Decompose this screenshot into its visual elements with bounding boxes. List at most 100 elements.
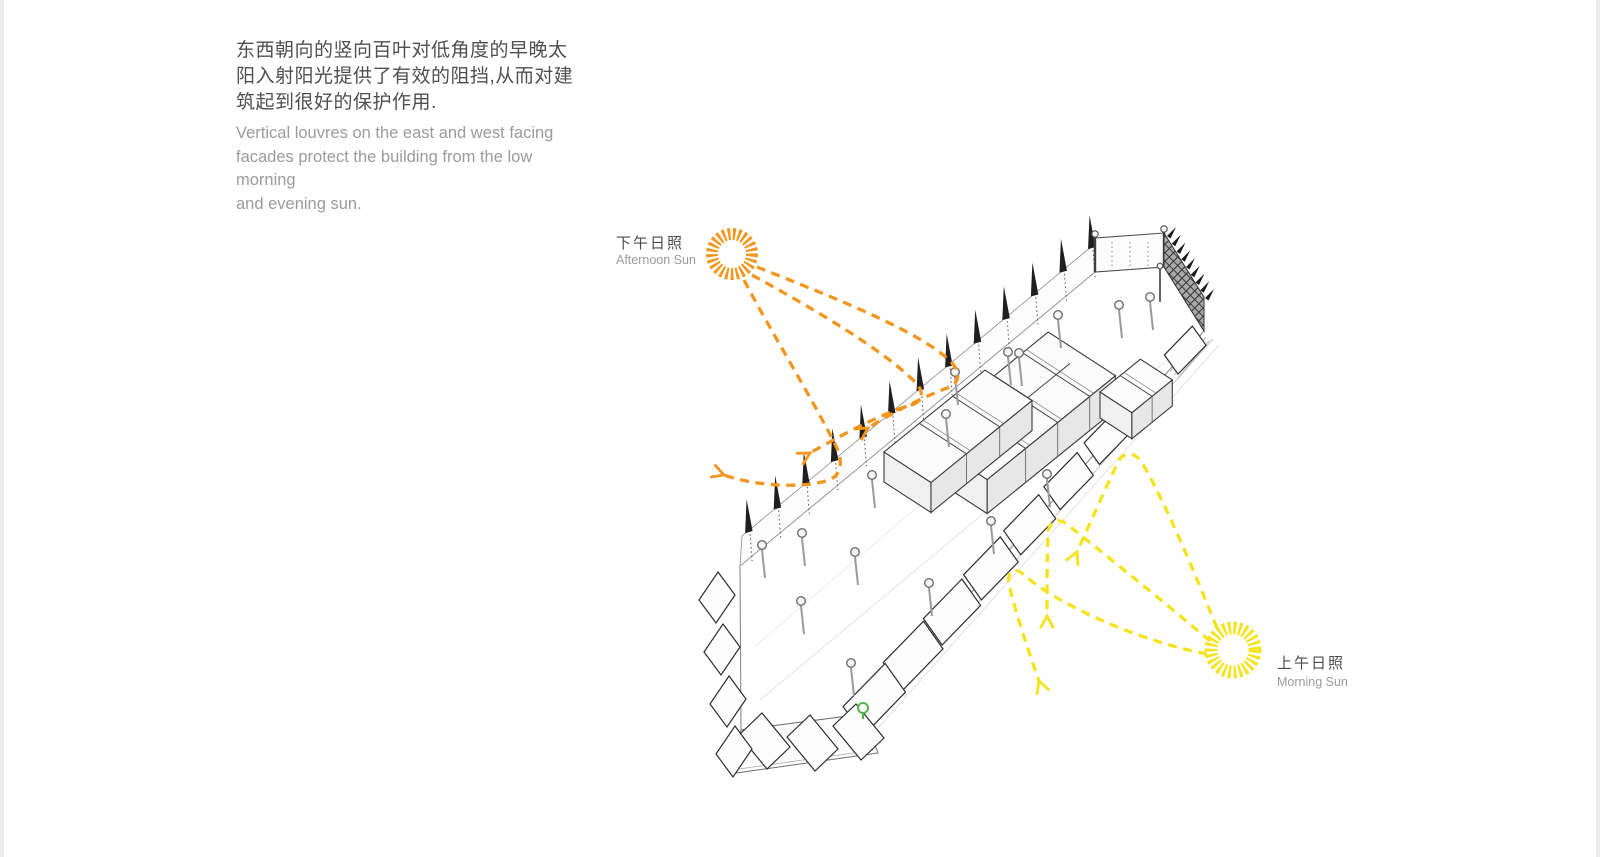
louvre-fin bbox=[1181, 250, 1191, 262]
louvre-panel bbox=[738, 712, 791, 770]
column-ball bbox=[796, 596, 807, 607]
column-shaft bbox=[850, 667, 855, 697]
louvre-fin bbox=[773, 475, 782, 510]
louvre-fin bbox=[1002, 286, 1010, 321]
louvre-fin bbox=[1195, 273, 1205, 285]
afternoon-sun-rays bbox=[709, 265, 960, 487]
morning-sun-icon bbox=[1204, 621, 1262, 679]
column-shaft bbox=[1018, 357, 1023, 387]
louvre-fin bbox=[1176, 242, 1186, 254]
interior-core-c bbox=[1099, 358, 1174, 440]
column-shaft bbox=[1057, 319, 1062, 349]
caption-zh-line: 阳入射阳光提供了有效的阻挡,从而对建 bbox=[236, 66, 574, 87]
louvre-panel bbox=[832, 703, 885, 761]
sun-ray bbox=[756, 265, 960, 441]
column-shaft bbox=[871, 479, 876, 509]
louvre-panel bbox=[922, 578, 982, 646]
louvre-fin bbox=[745, 499, 753, 534]
partition-wall bbox=[1027, 362, 1071, 399]
louvre-fin bbox=[1190, 265, 1200, 278]
louvre-fin bbox=[1030, 262, 1039, 297]
column-ball bbox=[1014, 348, 1025, 359]
column-shaft bbox=[801, 537, 806, 567]
sun-ray bbox=[1006, 568, 1208, 696]
sun-ray bbox=[751, 273, 923, 466]
louvre-panel bbox=[1043, 451, 1095, 511]
louvre-fin-hidden-edge bbox=[921, 392, 925, 420]
page-left-edge bbox=[0, 0, 4, 857]
column-shaft bbox=[1149, 301, 1154, 331]
caption-zh-line: 筑起到很好的保护作用. bbox=[236, 92, 437, 113]
column-ball bbox=[757, 540, 768, 551]
partition-wall bbox=[1123, 372, 1157, 394]
louvre-panel bbox=[709, 674, 747, 729]
column-shaft bbox=[761, 549, 766, 579]
louvre-panel bbox=[698, 570, 736, 625]
column-ball bbox=[941, 409, 952, 420]
sun-ray bbox=[1039, 519, 1212, 643]
louvre-fin-hidden-edge bbox=[1063, 273, 1067, 301]
afternoon-sun-label-en: Afternoon Sun bbox=[616, 253, 696, 267]
column-ball bbox=[924, 578, 935, 589]
page-right-edge bbox=[1596, 0, 1600, 857]
partition-wall bbox=[952, 395, 1000, 428]
green-circle-marker bbox=[857, 702, 869, 714]
morning-sun-label-zh: 上午日照 bbox=[1277, 655, 1345, 672]
louvre-fin bbox=[887, 380, 896, 415]
caption-block: 东西朝向的竖向百叶对低角度的早晚太 阳入射阳光提供了有效的阻挡,从而对建 筑起到… bbox=[236, 38, 596, 216]
louvre-fin bbox=[973, 309, 982, 344]
column-ball bbox=[986, 516, 997, 527]
caption-zh-line: 东西朝向的竖向百叶对低角度的早晚太 bbox=[236, 40, 568, 61]
louvre-fin bbox=[1171, 234, 1181, 247]
caption-en-line: and evening sun. bbox=[236, 194, 362, 213]
louvre-fin bbox=[945, 333, 953, 368]
column-ball bbox=[1144, 292, 1155, 303]
louvre-panel bbox=[715, 724, 753, 779]
afternoon-sun-icon bbox=[706, 228, 758, 280]
sun-ray bbox=[709, 279, 842, 487]
louvre-fin bbox=[1186, 258, 1195, 270]
partition-wall bbox=[1119, 375, 1153, 397]
west-louvre-panels bbox=[698, 570, 753, 779]
caption-en-line: Vertical louvres on the east and west fa… bbox=[236, 124, 554, 142]
interior-core-b bbox=[883, 369, 1033, 514]
louvre-fin-hidden-edge bbox=[778, 510, 782, 538]
column-ball bbox=[797, 528, 808, 539]
louvre-panel bbox=[703, 622, 741, 677]
column-shaft bbox=[945, 418, 950, 448]
louvre-panel bbox=[786, 714, 839, 772]
building-axonometric bbox=[698, 215, 1220, 779]
column-ball bbox=[1003, 347, 1014, 358]
column-shaft bbox=[1007, 356, 1012, 386]
column-shaft bbox=[1118, 309, 1123, 339]
column-shaft bbox=[800, 605, 805, 635]
se-louvre-panels bbox=[842, 325, 1207, 737]
afternoon-sun-label-zh: 下午日照 bbox=[616, 235, 684, 252]
louvre-panel bbox=[962, 535, 1019, 601]
partition-wall bbox=[956, 392, 1004, 424]
sun-ray bbox=[1065, 452, 1219, 629]
louvre-fin-hidden-edge bbox=[978, 344, 982, 372]
caption-en-line: facades protect the building from the lo… bbox=[236, 147, 533, 190]
column-shaft bbox=[990, 525, 995, 555]
louvre-fin-hidden-edge bbox=[749, 534, 753, 562]
morning-sun-rays bbox=[1006, 452, 1219, 696]
louvre-fin-hidden-edge bbox=[1006, 321, 1010, 349]
ne-louvre-band bbox=[1163, 231, 1205, 333]
bottom-louvre-panels bbox=[738, 703, 885, 772]
column-ball bbox=[846, 658, 857, 669]
louvre-fin-hidden-edge bbox=[863, 439, 867, 467]
wall-post-ball bbox=[1160, 225, 1168, 233]
wall-post-ball bbox=[1156, 262, 1164, 270]
column-shaft bbox=[928, 587, 933, 617]
column-ball bbox=[867, 470, 878, 481]
wall-post-ball bbox=[1091, 230, 1099, 238]
column-shaft bbox=[1046, 478, 1051, 508]
louvre-panel bbox=[1002, 493, 1057, 556]
louvre-fin-hidden-edge bbox=[806, 486, 810, 514]
ne-louvre-hatch bbox=[1163, 227, 1214, 333]
louvre-fin-hidden-edge bbox=[1035, 297, 1039, 325]
column-ball bbox=[850, 547, 861, 558]
